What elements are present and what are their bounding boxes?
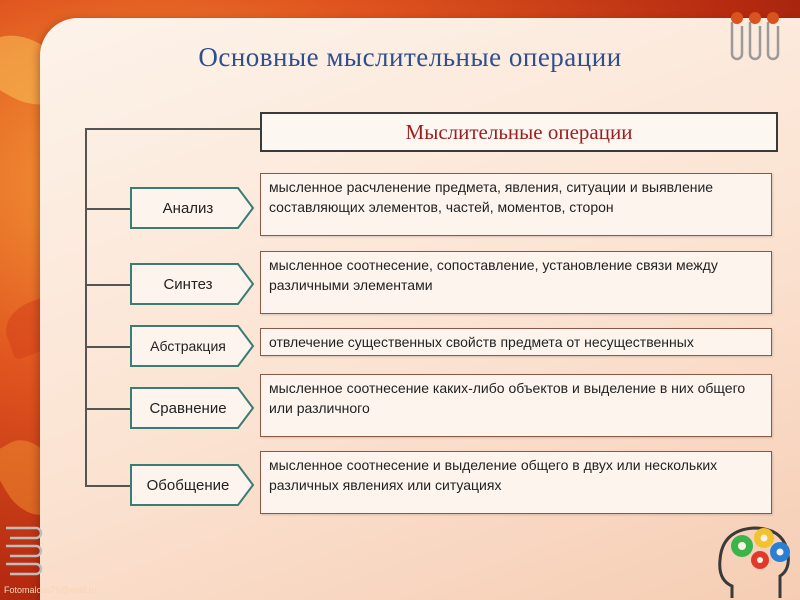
header-label: Мыслительные операции — [406, 120, 633, 145]
description-obobshchenie: мысленное соотнесение и выделение общего… — [260, 451, 772, 514]
operation-abstraktsiya: Абстракция — [130, 325, 255, 367]
operation-label: Анализ — [130, 187, 246, 229]
connector-top — [85, 128, 260, 130]
description-analiz: мысленное расчленение предмета, явления,… — [260, 173, 772, 236]
operation-label: Обобщение — [130, 464, 246, 506]
page-title: Основные мыслительные операции — [0, 42, 800, 73]
footer-credit: Fotomalovs76@mail.ru — [4, 585, 97, 595]
header-box: Мыслительные операции — [260, 112, 778, 152]
connector-obobshchenie — [85, 485, 130, 487]
connector-sravnenie — [85, 408, 130, 410]
gears-head-icon — [712, 512, 798, 600]
operation-label: Сравнение — [130, 387, 246, 429]
description-sintez: мысленное соотнесение, сопоставление, ус… — [260, 251, 772, 314]
connector-sintez — [85, 284, 130, 286]
side-paperclips-icon — [2, 520, 46, 582]
operation-sintez: Синтез — [130, 263, 255, 305]
operation-obobshchenie: Обобщение — [130, 464, 255, 506]
description-abstraktsiya: отвлечение существенных свойств предмета… — [260, 328, 772, 356]
operation-analiz: Анализ — [130, 187, 255, 229]
connector-abstraktsiya — [85, 346, 130, 348]
operation-label: Абстракция — [130, 325, 246, 367]
operation-sravnenie: Сравнение — [130, 387, 255, 429]
description-sravnenie: мысленное соотнесение каких-либо объекто… — [260, 374, 772, 437]
connector-analiz — [85, 208, 130, 210]
operation-label: Синтез — [130, 263, 246, 305]
connector-vertical — [85, 128, 87, 486]
